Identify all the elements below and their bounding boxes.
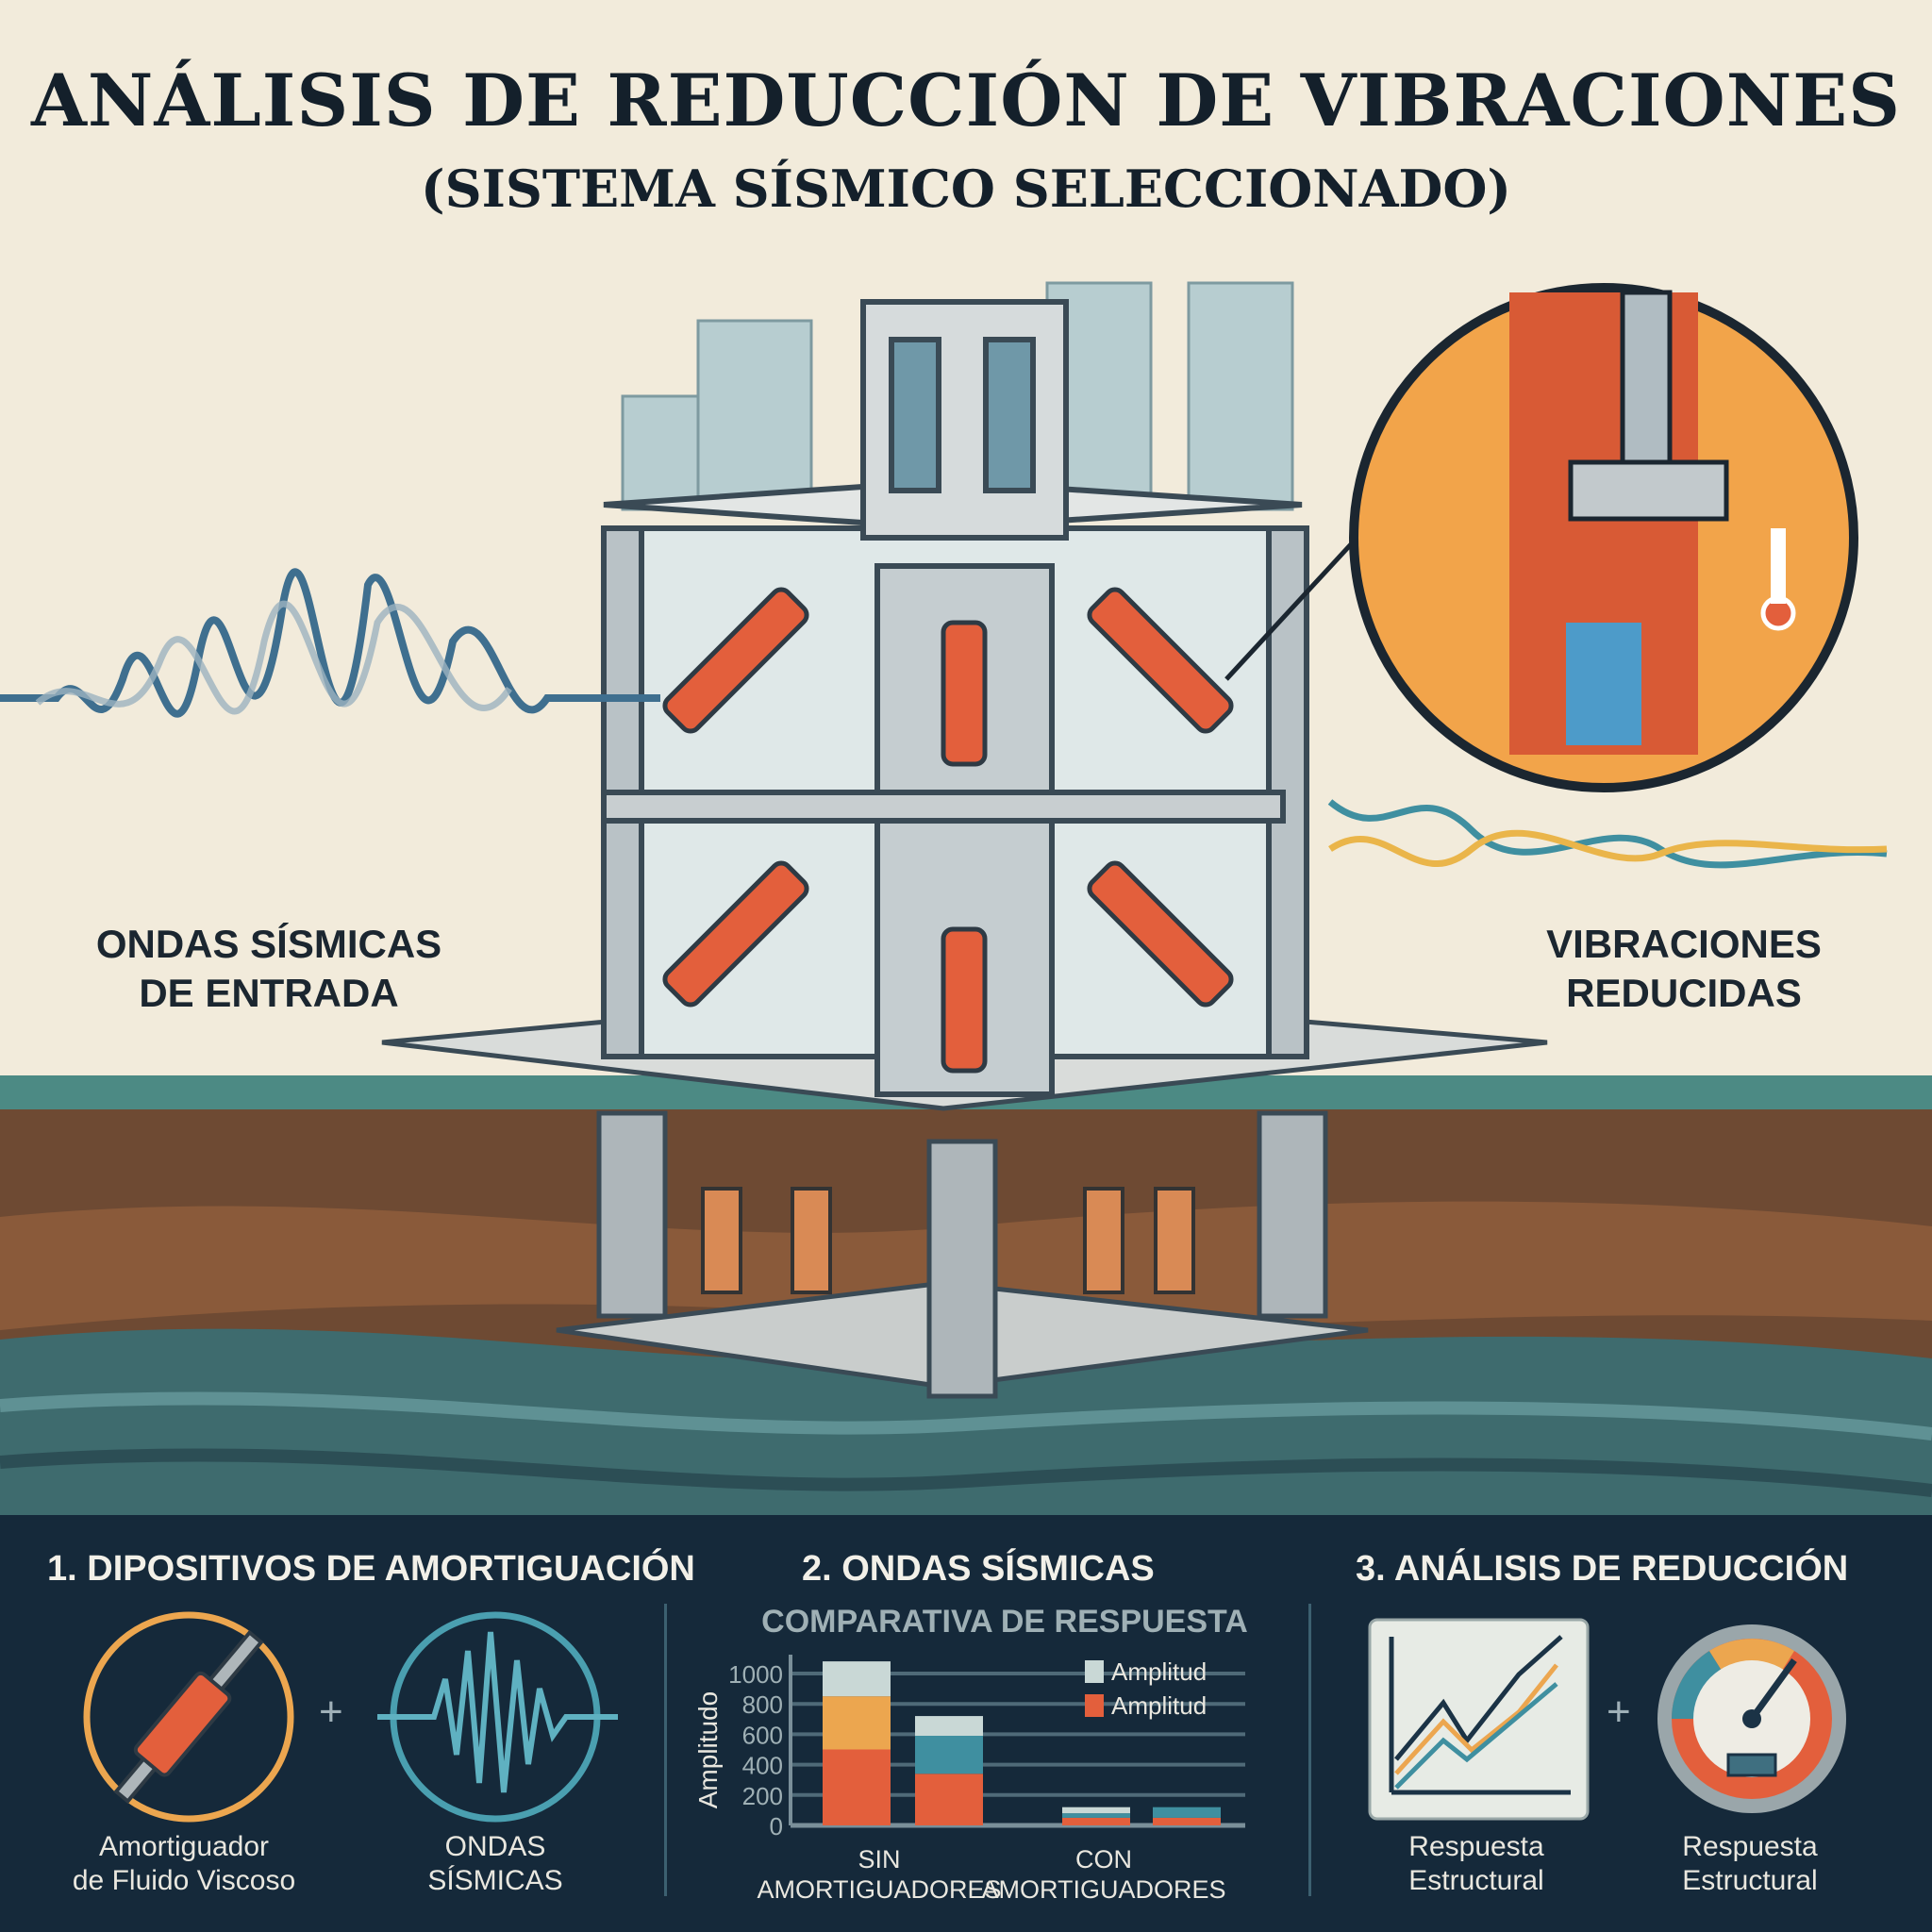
y-tick-label: 0 — [770, 1812, 783, 1840]
x-category-label: AMORTIGUADORES — [981, 1875, 1225, 1904]
gauge-icon — [1657, 1624, 1846, 1813]
bar-segment — [915, 1716, 983, 1737]
section-2-title: 2. ONDAS SÍSMICAS — [802, 1549, 1155, 1589]
line-chart-icon — [1368, 1618, 1590, 1821]
bar-segment — [1153, 1807, 1221, 1818]
response-chart: COMPARATIVA DE RESPUESTA Amplitudo 02004… — [693, 1604, 1248, 1904]
page-title: ANÁLISIS DE REDUCCIÓN DE VIBRACIONES — [30, 58, 1902, 142]
structural-response-caption-line2: Estructural — [1408, 1865, 1544, 1896]
bar-segment — [1062, 1813, 1130, 1818]
reduced-vibrations-label-line2: REDUCIDAS — [1566, 971, 1802, 1015]
waves-caption-line1: ONDAS — [444, 1831, 546, 1862]
input-waves-label-line1: ONDAS SÍSMICAS — [95, 922, 442, 966]
plus-sign: + — [319, 1689, 343, 1735]
damper-icon — [83, 1611, 294, 1823]
y-tick-label: 400 — [742, 1752, 783, 1780]
structural-response-caption-line1: Respuesta — [1408, 1831, 1544, 1862]
y-tick-label: 600 — [742, 1721, 783, 1749]
building-illustration — [0, 281, 1932, 1515]
waves-caption-line2: SÍSMICAS — [427, 1865, 563, 1896]
input-waves-label-line2: DE ENTRADA — [139, 971, 399, 1015]
reduced-vibrations-label-line1: VIBRACIONES — [1546, 922, 1822, 966]
bar-segment — [1062, 1817, 1130, 1825]
structural-response-caption-line1: Respuesta — [1682, 1831, 1818, 1862]
chart-title: COMPARATIVA DE RESPUESTA — [761, 1604, 1248, 1640]
base-isolators — [701, 1187, 1195, 1294]
section-3-title: 3. ANÁLISIS DE REDUCCIÓN — [1356, 1549, 1849, 1589]
y-tick-label: 800 — [742, 1690, 783, 1719]
damper-caption-line1: Amortiguador — [98, 1831, 270, 1862]
damper-caption-line2: de Fluido Viscoso — [72, 1865, 296, 1896]
page-subtitle: (SISTEMA SÍSMICO SELECCIONADO) — [421, 158, 1511, 219]
x-category-label: SIN — [858, 1845, 900, 1874]
bar-segment — [915, 1736, 983, 1774]
structural-response-caption-line2: Estructural — [1682, 1865, 1818, 1896]
bar-segment — [915, 1774, 983, 1825]
bar-segment — [823, 1696, 891, 1750]
plus-sign: + — [1607, 1689, 1631, 1735]
y-tick-label: 200 — [742, 1782, 783, 1810]
seismic-input-wave — [0, 568, 660, 718]
bar-segment — [1153, 1817, 1221, 1825]
bar-segment — [823, 1749, 891, 1825]
legend-label: Amplitud — [1111, 1691, 1207, 1720]
y-axis-label: Amplitudo — [693, 1691, 723, 1809]
y-tick-label: 1000 — [728, 1660, 783, 1689]
x-category-label: CON — [1075, 1845, 1132, 1874]
legend-swatch — [1085, 1660, 1104, 1683]
bar-segment — [823, 1661, 891, 1697]
divider — [1308, 1604, 1311, 1896]
bar-segment — [1062, 1807, 1130, 1814]
legend-label: Amplitud — [1111, 1657, 1207, 1686]
section-1-title: 1. DIPOSITIVOS DE AMORTIGUACIÓN — [47, 1549, 695, 1589]
legend-swatch — [1085, 1694, 1104, 1717]
viscous-dampers — [662, 587, 1234, 1074]
wave-icon — [377, 1611, 618, 1823]
damper-detail-magnifier — [1224, 283, 1858, 792]
x-category-label: AMORTIGUADORES — [757, 1875, 1001, 1904]
divider — [664, 1604, 667, 1896]
